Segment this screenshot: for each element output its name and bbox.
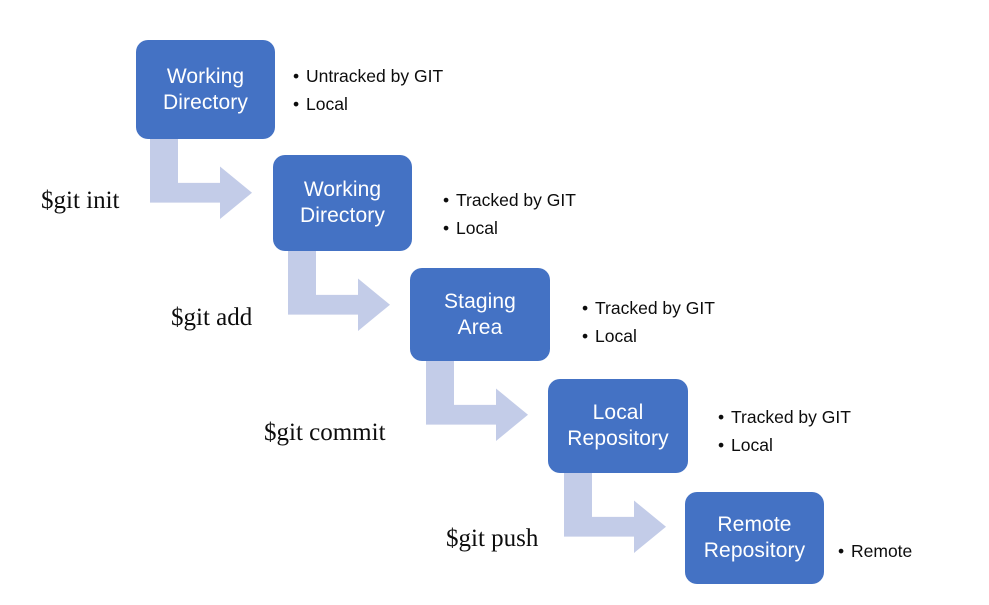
bullet-item: Tracked by GIT (718, 403, 851, 431)
elbow-arrow-git-commit (426, 361, 528, 441)
node-label: Local Repository (567, 401, 669, 450)
node-label: Staging Area (444, 289, 516, 339)
bullet-item: Tracked by GIT (443, 186, 576, 214)
command-label-git-init: $git init (41, 187, 120, 214)
node-label: Working Directory (300, 178, 385, 227)
elbow-arrow-shape (150, 139, 252, 219)
node-working-directory-untracked[interactable]: Working Directory (136, 40, 275, 139)
command-label-git-push: $git push (446, 525, 539, 552)
bullet-item: Local (443, 214, 576, 242)
node-local-repository[interactable]: Local Repository (548, 379, 688, 473)
bullet-item: Untracked by GIT (293, 62, 443, 90)
elbow-arrow-git-push (564, 473, 666, 553)
bullet-item: Tracked by GIT (582, 294, 715, 322)
node-working-directory-tracked[interactable]: Working Directory (273, 155, 412, 251)
bullet-item: Local (582, 322, 715, 350)
node-remote-repository[interactable]: Remote Repository (685, 492, 824, 584)
elbow-arrow-shape (426, 361, 528, 441)
node-label: Remote Repository (703, 513, 806, 562)
command-label-git-add: $git add (171, 304, 253, 331)
elbow-arrow-git-init (150, 139, 252, 219)
elbow-arrow-shape (288, 251, 390, 331)
bullets-working-directory-tracked: Tracked by GIT Local (443, 186, 576, 243)
node-label: Working Directory (163, 64, 248, 114)
bullets-staging-area: Tracked by GIT Local (582, 294, 715, 351)
bullets-remote-repository: Remote (838, 537, 912, 565)
bullet-item: Local (718, 431, 851, 459)
command-label-git-commit: $git commit (264, 419, 386, 446)
bullets-local-repository: Tracked by GIT Local (718, 403, 851, 460)
elbow-arrow-git-add (288, 251, 390, 331)
bullet-item: Remote (838, 537, 912, 565)
node-staging-area[interactable]: Staging Area (410, 268, 550, 361)
elbow-arrow-shape (564, 473, 666, 553)
bullets-working-directory-untracked: Untracked by GIT Local (293, 62, 443, 119)
bullet-item: Local (293, 90, 443, 118)
